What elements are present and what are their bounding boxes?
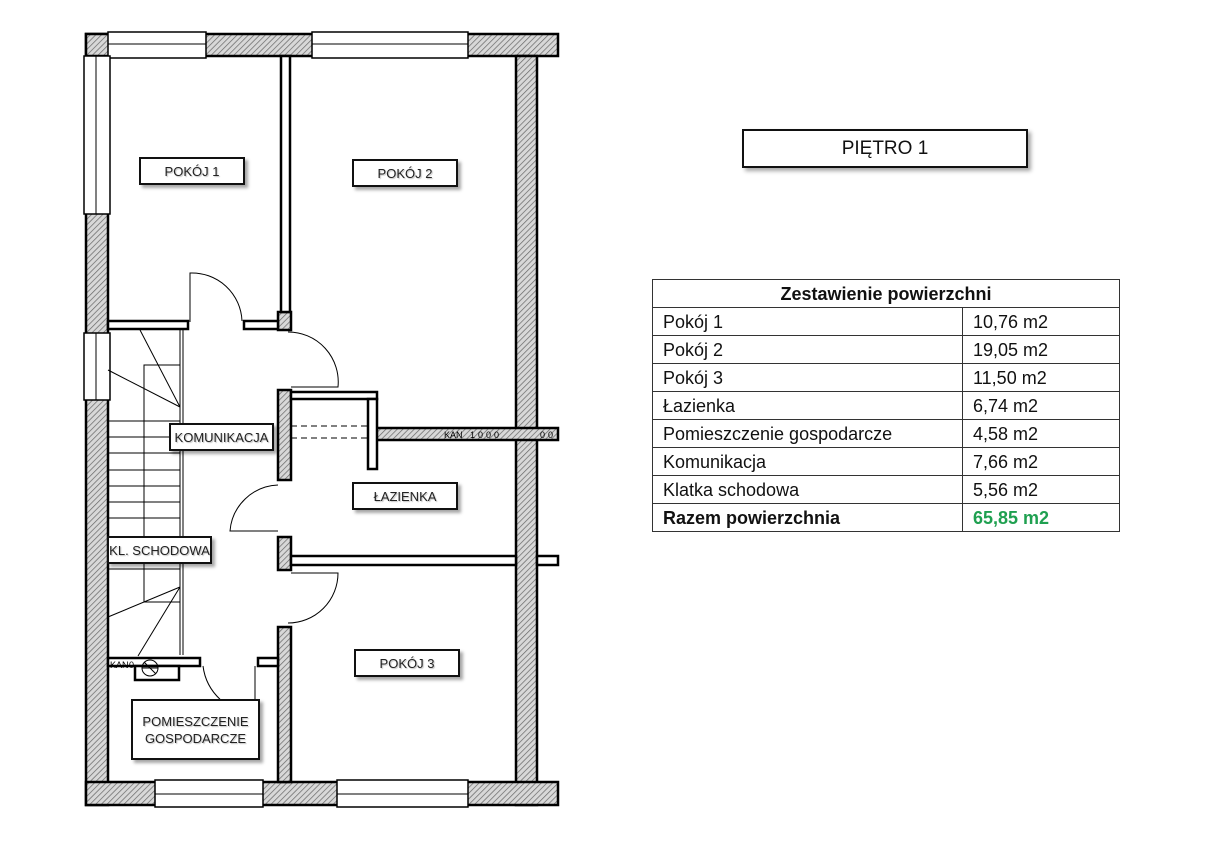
total-label: Razem powierzchnia (652, 503, 963, 532)
room-area: 19,05 m2 (962, 335, 1120, 364)
room-label-komunikacja: KOMUNIKACJA (169, 423, 274, 451)
room-area: 11,50 m2 (962, 363, 1120, 392)
room-name: Klatka schodowa (652, 475, 963, 504)
door-swing (287, 572, 339, 624)
table-title: Zestawienie powierzchni (652, 279, 1120, 308)
pipe-label: KAN (444, 430, 463, 440)
room-label-gospodarcze: POMIESZCZENIE GOSPODARCZE (131, 699, 260, 760)
room-label-pokoj3: POKÓJ 3 (354, 649, 460, 677)
room-name: Komunikacja (652, 447, 963, 476)
room-name: Łazienka (652, 391, 963, 420)
table-header-row: Zestawienie powierzchni (652, 279, 1120, 308)
room-area: 7,66 m2 (962, 447, 1120, 476)
room-area: 5,56 m2 (962, 475, 1120, 504)
room-label-lazienka: ŁAZIENKA (352, 482, 458, 510)
room-name: Pomieszczenie gospodarcze (652, 419, 963, 448)
window (107, 31, 207, 59)
room-label-pokoj2: POKÓJ 2 (352, 159, 458, 187)
window (311, 31, 469, 59)
room-label-pokoj1: POKÓJ 1 (139, 157, 245, 185)
door-swing (189, 272, 243, 322)
room-name: Pokój 1 (652, 307, 963, 336)
window (83, 332, 111, 401)
room-area: 6,74 m2 (962, 391, 1120, 420)
window (83, 55, 111, 215)
room-label-klatka-schodowa: KL. SCHODOWA (107, 536, 212, 564)
total-area: 65,85 m2 (962, 503, 1120, 532)
room-area: 4,58 m2 (962, 419, 1120, 448)
pipe-code: 00 (540, 430, 556, 440)
room-name: Pokój 2 (652, 335, 963, 364)
room-name: Pokój 3 (652, 363, 963, 392)
pipe-code: 1000 (470, 430, 502, 440)
room-area: 10,76 m2 (962, 307, 1120, 336)
room-label-line: POMIESZCZENIE (142, 713, 249, 729)
door-swing (287, 331, 339, 388)
pipe-code: 0 (129, 660, 134, 670)
room-label-line: GOSPODARCZE (144, 730, 247, 746)
floor-title: PIĘTRO 1 (742, 129, 1028, 168)
door-swing (229, 484, 279, 532)
pipe-label: KAN (110, 660, 129, 670)
